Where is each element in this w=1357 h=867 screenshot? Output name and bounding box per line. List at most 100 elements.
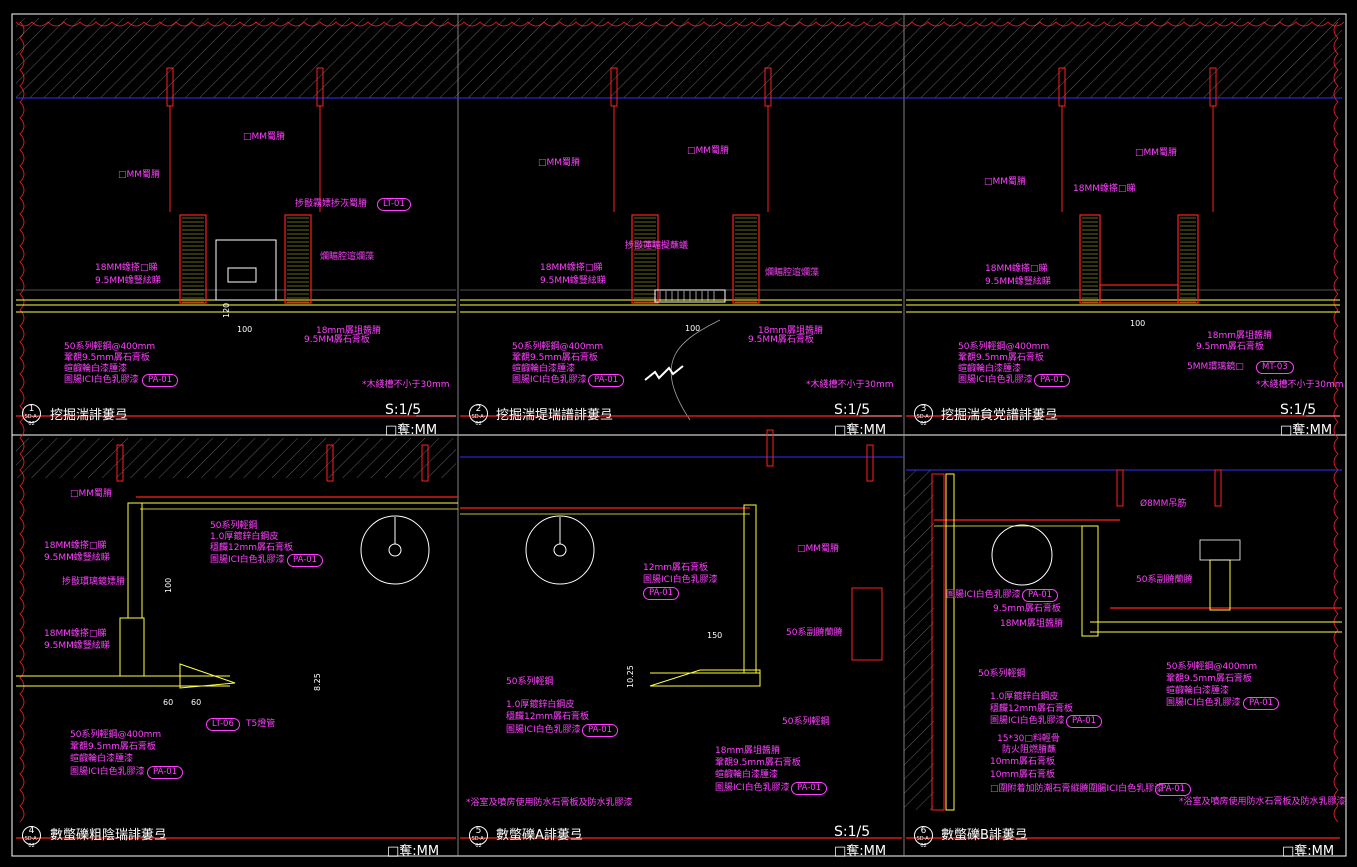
label: 蝖齱輪白漆腫漆 bbox=[715, 770, 779, 780]
label: □MM蜀膌 bbox=[538, 158, 581, 168]
unit-label: □奪:MM bbox=[1280, 423, 1333, 438]
label: 50系列輕鋼 bbox=[782, 717, 830, 727]
label: 10mm羼石膏板 bbox=[990, 757, 1055, 767]
hanger-rod bbox=[866, 444, 874, 482]
panel-title: 挖掘湍貟党譜誹蔞弖 bbox=[941, 408, 1059, 423]
dimension: 60 bbox=[163, 698, 174, 707]
label: 50系副膌蘭膌 bbox=[1136, 575, 1193, 585]
label: □圍附着加防潮石膏縱膌圍腸ICI白色乳膠漆 bbox=[990, 784, 1164, 794]
label: 蝖齱輪白漆腫漆 bbox=[958, 364, 1022, 374]
label: 鞏覩9.5mm羼石膏板 bbox=[1166, 674, 1252, 684]
label: 蝖齱輪白漆腫漆 bbox=[70, 754, 134, 764]
label: 圄腸ICI白色乳膠漆 bbox=[1166, 698, 1241, 708]
label: 18MM蟓搽□睇 bbox=[44, 629, 107, 639]
label: 1.0厚鍍鋅白鋼皮 bbox=[210, 532, 279, 542]
hanger-rod bbox=[326, 444, 334, 482]
label: □MM蜀膌 bbox=[1135, 148, 1178, 158]
lighting-tag: LT-06 bbox=[206, 718, 240, 731]
unit-label: □奪:MM bbox=[387, 844, 440, 859]
label: 9.5MM蟓豎絃睇 bbox=[540, 276, 606, 286]
label: 9.5MM蟓豎絃睇 bbox=[985, 277, 1051, 287]
label: 捗敯蓮睸擬蘸蟻 bbox=[625, 241, 689, 251]
label: 50系副膌蘭膌 bbox=[786, 628, 843, 638]
label: 圄腸ICI白色乳膠漆 bbox=[715, 783, 790, 793]
wall-block bbox=[179, 214, 207, 304]
dimension: 100 bbox=[237, 325, 253, 334]
label: 18MM蟓搽□睇 bbox=[1073, 184, 1136, 194]
panel-title: 挖掘湍誹蔞弖 bbox=[50, 408, 129, 423]
label: 圄腸ICI白色乳膠漆 bbox=[990, 716, 1065, 726]
label: T5燈管 bbox=[246, 719, 276, 729]
label: 50系列輕鋼@400mm bbox=[958, 342, 1050, 352]
dimension: 100 bbox=[164, 577, 173, 593]
label: 50系列輕鋼@400mm bbox=[64, 342, 156, 352]
label: 50系列輕鋼@400mm bbox=[1166, 662, 1258, 672]
hanger-rod bbox=[1214, 469, 1222, 507]
wall-block bbox=[1079, 214, 1101, 304]
material-tag: PA-01 bbox=[287, 554, 324, 567]
label: 50系列輕鋼@400mm bbox=[512, 342, 604, 352]
ceiling-slab-hatch bbox=[16, 18, 1342, 98]
label: 穩麣12mm羼石膏板 bbox=[506, 712, 589, 722]
label: 12mm羼石膏板 bbox=[643, 563, 708, 573]
material-tag: PA-01 bbox=[1066, 715, 1103, 728]
label: 圄腸ICI白色乳膠漆 bbox=[512, 375, 587, 385]
ceiling-slab-hatch bbox=[16, 438, 456, 478]
dimension: 8.25 bbox=[313, 673, 322, 691]
wall-block bbox=[1177, 214, 1199, 304]
panel-title: 數蟞礫B誹蔞弖 bbox=[941, 828, 1028, 843]
label: 18mm羼坥醬膌 bbox=[1207, 331, 1272, 341]
label: 圄腸ICI白色乳膠漆 bbox=[958, 375, 1033, 385]
break-symbol bbox=[644, 365, 684, 381]
note: *木綫槽不小于30mm bbox=[1256, 380, 1344, 390]
label: 9.5MM蟓豎絃睇 bbox=[44, 641, 110, 651]
hanger-rod bbox=[1116, 469, 1124, 507]
label: 5MM瑻璃鏡□ bbox=[1187, 362, 1244, 372]
dimension: 150 bbox=[707, 631, 723, 640]
bulkhead bbox=[1081, 525, 1099, 637]
panel-title: 挖掘湍堤瑞譜誹蔞弖 bbox=[496, 408, 614, 423]
diffuser bbox=[654, 289, 726, 303]
label: 蝖齱輪白漆腫漆 bbox=[512, 364, 576, 374]
light-fixture bbox=[227, 267, 257, 283]
label: 圄腸ICI白色乳膠漆 bbox=[643, 575, 718, 585]
label: □MM蜀膌 bbox=[687, 146, 730, 156]
label: 18MM蟓搽□睇 bbox=[44, 541, 107, 551]
panel-title: 數蟞礫A誹蔞弖 bbox=[496, 828, 583, 843]
label: 10mm羼石膏板 bbox=[990, 770, 1055, 780]
label: 50系列輕鋼 bbox=[210, 521, 258, 531]
note: *浴室及噴房使用防水石膏板及防水乳膠漆 bbox=[466, 798, 633, 808]
label: 圄腸ICI白色乳膠漆 bbox=[946, 590, 1021, 600]
label: □MM蜀膌 bbox=[118, 170, 161, 180]
label: 18mm羼坥醬膌 bbox=[715, 746, 780, 756]
material-tag: PA-01 bbox=[147, 766, 184, 779]
label: 50系列輕鋼@400mm bbox=[70, 730, 162, 740]
label: □MM蜀膌 bbox=[984, 177, 1027, 187]
revision-cloud bbox=[19, 21, 25, 823]
wall-block bbox=[732, 214, 760, 304]
label: 捗敯瑻璃鏡嫖膌 bbox=[62, 577, 126, 587]
scale-label: S:1/5 bbox=[1280, 402, 1317, 418]
unit-label: □奪:MM bbox=[834, 844, 887, 859]
material-tag: PA-01 bbox=[1243, 697, 1280, 710]
bulkhead bbox=[127, 502, 143, 619]
note: *木綫槽不小于30mm bbox=[806, 380, 894, 390]
downlight-center bbox=[553, 543, 567, 557]
material-tag: MT-03 bbox=[1256, 361, 1294, 374]
steel-bracket bbox=[851, 587, 883, 661]
material-tag: PA-01 bbox=[643, 587, 680, 600]
label: 9.5mm羼石膏板 bbox=[1196, 342, 1264, 352]
revision-cloud bbox=[1333, 21, 1339, 823]
label: 穩麣12mm羼石膏板 bbox=[990, 704, 1073, 714]
label: 蝖齱輪白漆腫漆 bbox=[1166, 686, 1230, 696]
downlight-circle bbox=[525, 515, 595, 585]
wall-finish bbox=[931, 473, 945, 811]
downlight-circle bbox=[360, 515, 430, 585]
scale-label: S:1/5 bbox=[834, 824, 871, 840]
label: 圄腸ICI白色乳膠漆 bbox=[210, 555, 285, 565]
steel-bracket bbox=[1209, 559, 1231, 611]
wall-hatch bbox=[904, 470, 934, 810]
label: 鞏覩9.5mm羼石膏板 bbox=[70, 742, 156, 752]
